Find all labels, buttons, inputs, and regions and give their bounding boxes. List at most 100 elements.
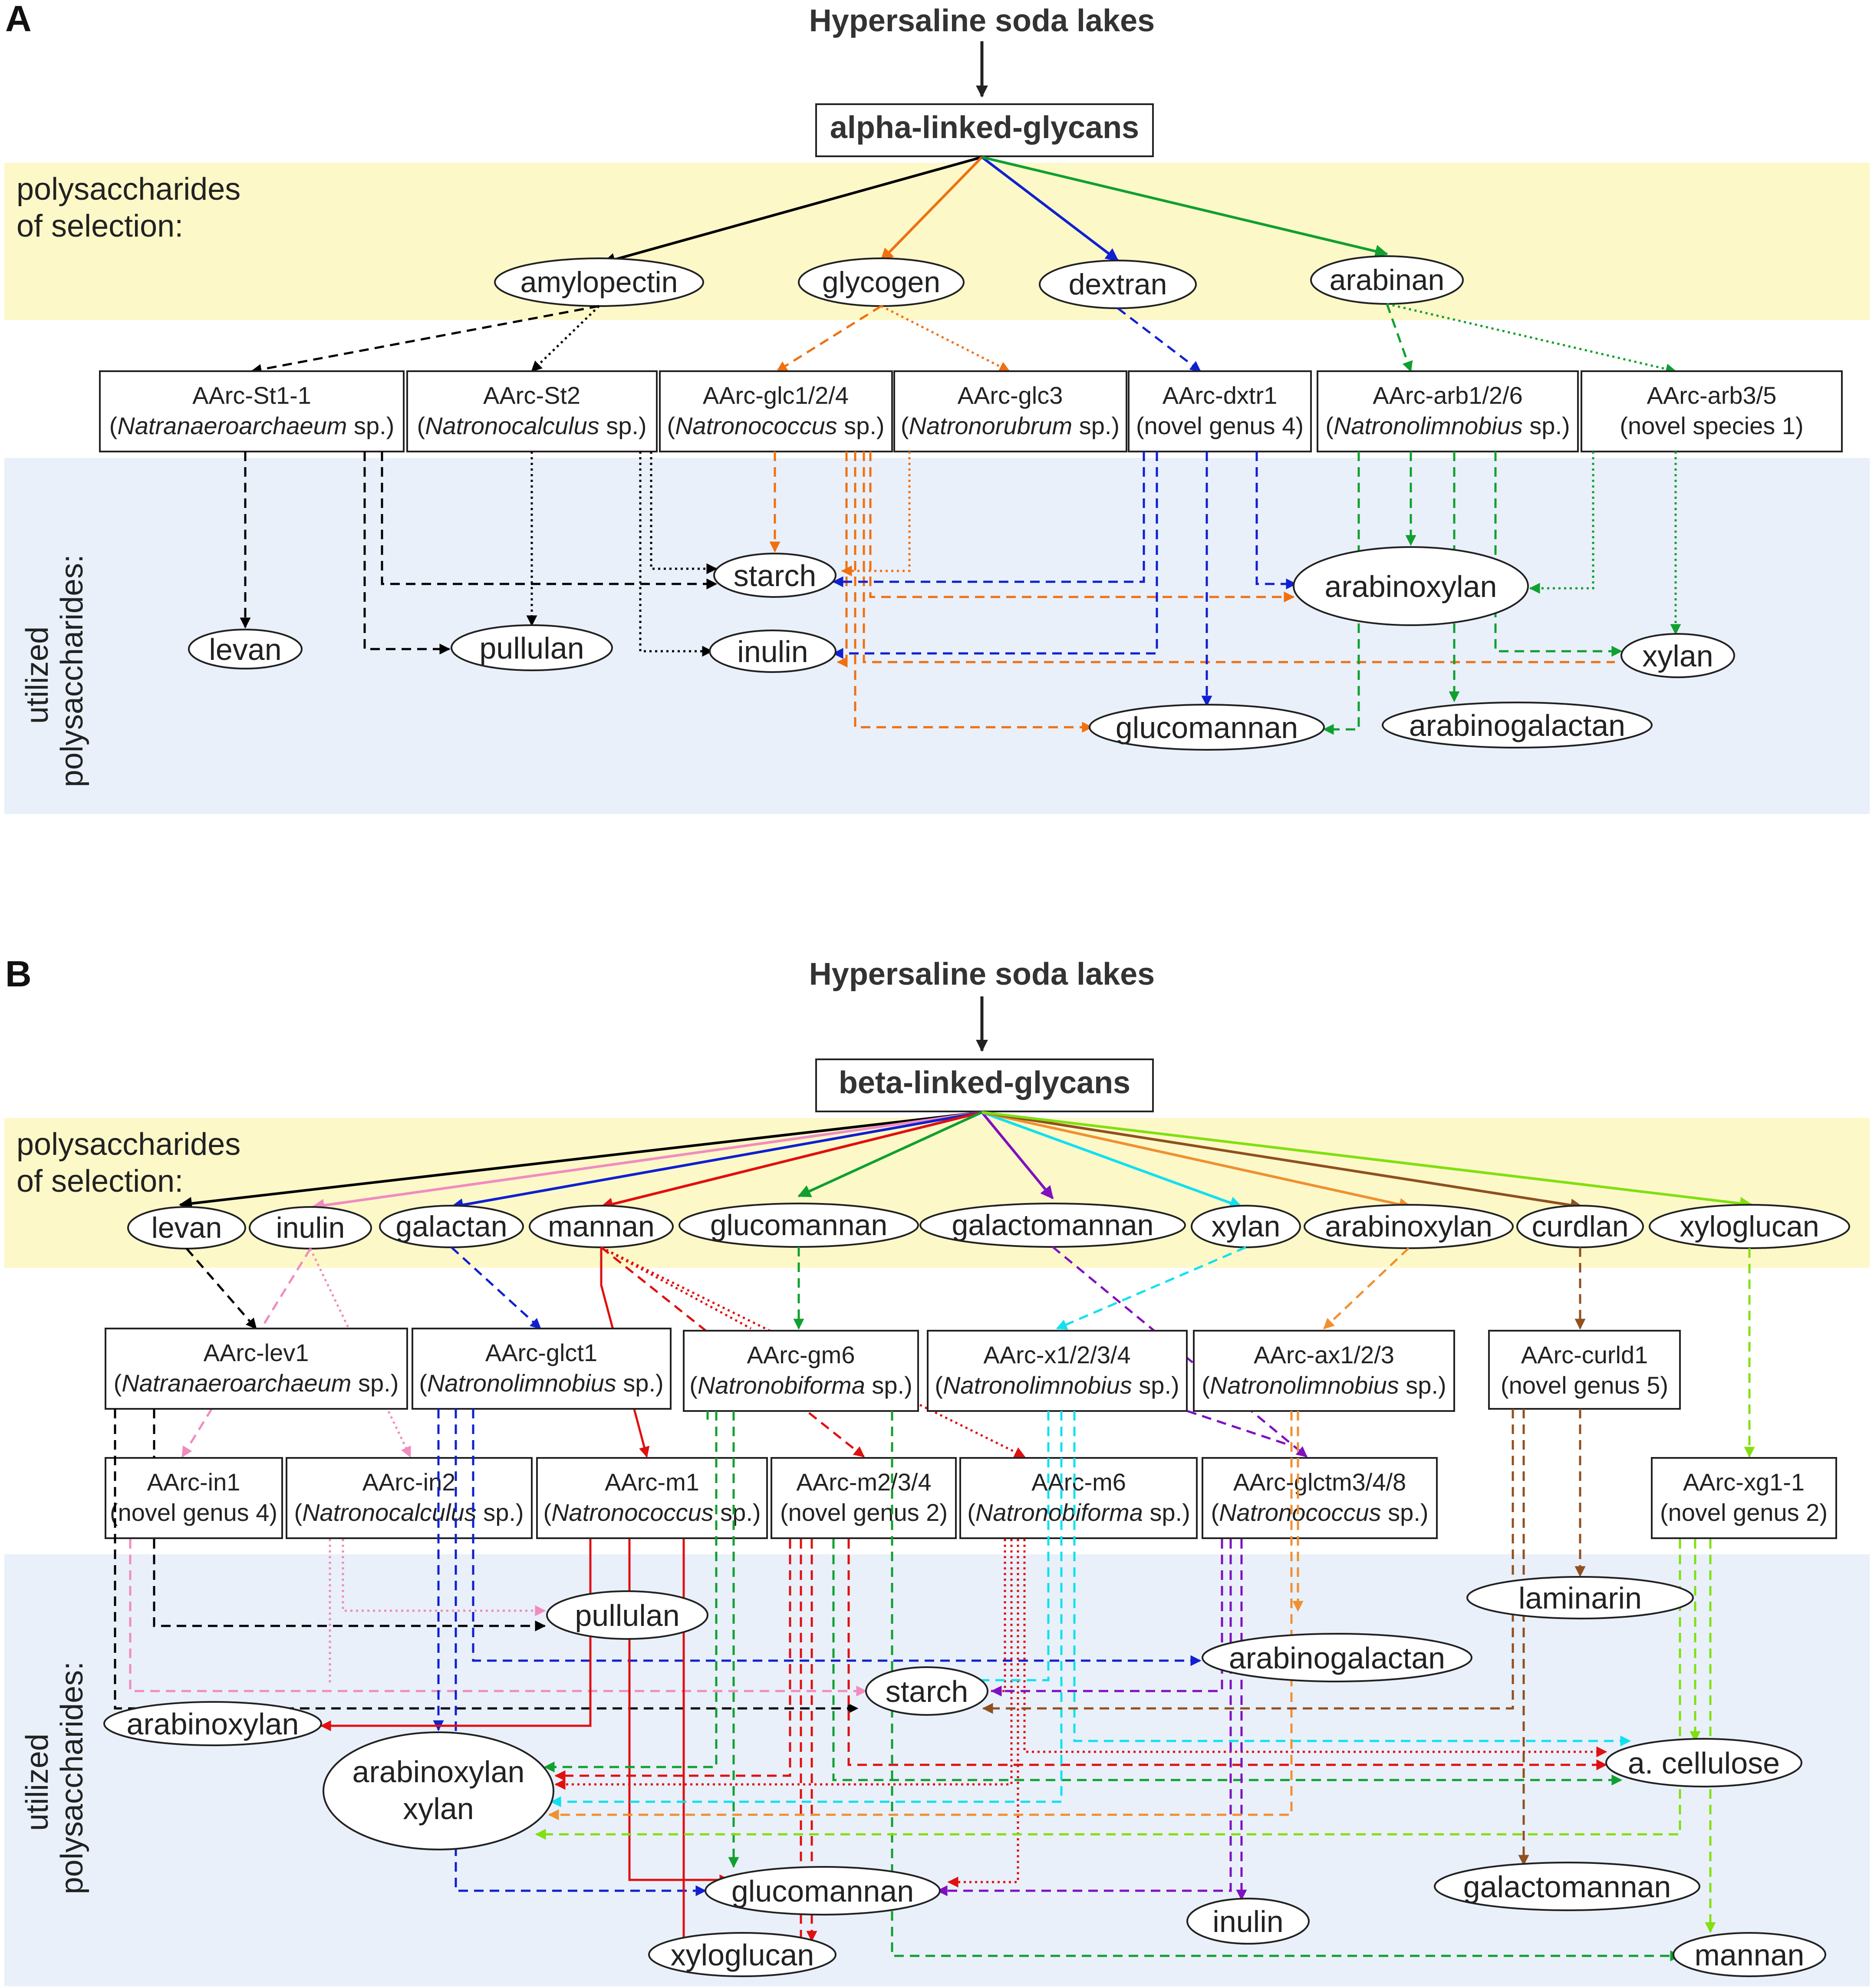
panel-b: B Hypersaline soda lakes beta-linked-gly… xyxy=(4,953,1870,1986)
svg-text:AArc-glct1: AArc-glct1 xyxy=(485,1339,597,1366)
svg-text:AArc-glctm3/4/8: AArc-glctm3/4/8 xyxy=(1233,1468,1406,1496)
band-utilized-b xyxy=(4,1554,1870,1986)
svg-text:(Natronorubrum sp.): (Natronorubrum sp.) xyxy=(901,412,1120,439)
glycan-title-b: beta-linked-glycans xyxy=(839,1065,1130,1100)
utilized-ellipse-glucomannan-b: glucomannan xyxy=(705,1866,941,1915)
svg-text:(Natronolimnobius sp.): (Natronolimnobius sp.) xyxy=(1202,1371,1446,1399)
utilized-ellipse-xylan-a: xylan xyxy=(1620,633,1735,678)
svg-text:glycogen: glycogen xyxy=(822,266,940,299)
svg-text:(Natronococcus sp.): (Natronococcus sp.) xyxy=(543,1499,761,1526)
strain-box-arb35: AArc-arb3/5 (novel species 1) xyxy=(1581,370,1843,452)
utilized-ellipse-mannan-b: mannan xyxy=(1673,1932,1826,1977)
selection-ellipse-curdlan-b: curdlan xyxy=(1516,1205,1644,1248)
band-utilized-a xyxy=(4,458,1870,814)
row-links-b xyxy=(706,1410,1292,1447)
svg-text:AArc-St2: AArc-St2 xyxy=(483,382,580,409)
strain-box-gm6: AArc-gm6 (Natronobiforma sp.) xyxy=(683,1330,919,1412)
svg-text:xyloglucan: xyloglucan xyxy=(1680,1210,1819,1243)
strain-box-glc124: AArc-glc1/2/4 (Natronococcus sp.) xyxy=(659,370,893,452)
svg-text:AArc-in2: AArc-in2 xyxy=(362,1468,456,1496)
svg-text:starch: starch xyxy=(734,559,817,593)
svg-text:galactan: galactan xyxy=(395,1210,507,1243)
strain-box-curld1: AArc-curld1 (novel genus 5) xyxy=(1488,1330,1681,1410)
selection-ellipse-glucomannan-b: glucomannan xyxy=(678,1203,919,1248)
source-title-a: Hypersaline soda lakes xyxy=(809,3,1155,38)
svg-text:xylan: xylan xyxy=(1642,639,1713,673)
utilized-ellipse-starch-b: starch xyxy=(865,1666,988,1716)
svg-text:(Natronolimnobius sp.): (Natronolimnobius sp.) xyxy=(935,1371,1179,1399)
selection-band-label-b: polysaccharides of selection: xyxy=(16,1127,249,1199)
selection-arrows-b xyxy=(179,1111,1753,1212)
utilized-ellipse-arabinoxylan-xylan-b: arabinoxylan xylan xyxy=(323,1731,554,1850)
glycan-box-b xyxy=(815,1058,1154,1112)
strain-arrows-b xyxy=(181,1246,1755,1458)
glycan-box-a xyxy=(815,103,1154,157)
svg-text:(novel genus 5): (novel genus 5) xyxy=(1501,1371,1668,1399)
utilized-ellipse-glucomannan-a: glucomannan xyxy=(1089,704,1325,751)
svg-text:AArc-glc3: AArc-glc3 xyxy=(958,382,1063,409)
svg-text:AArc-arb3/5: AArc-arb3/5 xyxy=(1647,382,1777,409)
svg-text:inulin: inulin xyxy=(737,635,808,669)
svg-text:AArc-x1/2/3/4: AArc-x1/2/3/4 xyxy=(983,1341,1130,1368)
utilization-arrows-b xyxy=(114,1409,1716,1966)
selection-ellipse-galactomannan-b: galactomannan xyxy=(919,1203,1186,1248)
selection-ellipse-mannan-b: mannan xyxy=(529,1205,674,1248)
svg-text:arabinogalactan: arabinogalactan xyxy=(1229,1641,1445,1675)
svg-text:curdlan: curdlan xyxy=(1531,1210,1628,1243)
svg-text:arabinan: arabinan xyxy=(1330,264,1445,297)
utilized-ellipse-arabinoxylan-a: arabinoxylan xyxy=(1293,546,1529,626)
svg-text:xylan: xylan xyxy=(403,1792,474,1826)
strain-box-x1234: AArc-x1/2/3/4 (Natronolimnobius sp.) xyxy=(927,1330,1188,1412)
utilized-ellipse-inulin-a: inulin xyxy=(709,630,837,673)
selection-ellipse-galactan-b: galactan xyxy=(379,1205,524,1248)
svg-text:(Natronobiforma sp.): (Natronobiforma sp.) xyxy=(689,1371,912,1399)
strain-box-lev1: AArc-lev1 (Natranaeroarchaeum sp.) xyxy=(105,1328,408,1410)
svg-text:arabinoxylan: arabinoxylan xyxy=(352,1755,525,1789)
utilized-ellipse-inulin-b: inulin xyxy=(1186,1898,1310,1945)
utilized-ellipse-levan-a: levan xyxy=(188,629,303,669)
utilized-band-label-a: utilized polysaccharides: xyxy=(20,554,89,787)
selection-ellipse-glycogen: glycogen xyxy=(798,257,965,307)
svg-text:a. cellulose: a. cellulose xyxy=(1628,1746,1780,1780)
panel-letter-a: A xyxy=(5,0,32,39)
svg-text:arabinogalactan: arabinogalactan xyxy=(1409,709,1625,742)
svg-text:AArc-ax1/2/3: AArc-ax1/2/3 xyxy=(1254,1341,1394,1368)
svg-text:(Natronolimnobius sp.): (Natronolimnobius sp.) xyxy=(1325,412,1570,439)
svg-text:(Natranaeroarchaeum sp.): (Natranaeroarchaeum sp.) xyxy=(114,1369,399,1397)
svg-text:(Natronolimnobius sp.): (Natronolimnobius sp.) xyxy=(419,1369,663,1397)
strain-box-st1: AArc-St1-1 (Natranaeroarchaeum sp.) xyxy=(99,370,405,452)
svg-text:inulin: inulin xyxy=(276,1211,345,1244)
svg-text:(novel genus 2): (novel genus 2) xyxy=(780,1499,948,1526)
svg-text:(Natronocalculus sp.): (Natronocalculus sp.) xyxy=(294,1499,524,1526)
svg-text:AArc-gm6: AArc-gm6 xyxy=(747,1341,855,1368)
svg-text:AArc-m6: AArc-m6 xyxy=(1031,1468,1126,1496)
svg-text:(novel species 1): (novel species 1) xyxy=(1620,412,1803,439)
svg-text:xyloglucan: xyloglucan xyxy=(671,1938,814,1972)
svg-text:arabinoxylan: arabinoxylan xyxy=(1325,1210,1492,1243)
selection-ellipse-inulin-b: inulin xyxy=(249,1206,372,1250)
utilized-ellipse-pullulan-b: pullulan xyxy=(546,1590,708,1640)
utilized-ellipse-arabinoxylan-b: arabinoxylan xyxy=(103,1701,322,1746)
selection-ellipse-levan-b: levan xyxy=(127,1206,246,1250)
strain-box-m1: AArc-m1 (Natronococcus sp.) xyxy=(536,1457,768,1539)
svg-text:(Natronobiforma sp.): (Natronobiforma sp.) xyxy=(967,1499,1190,1526)
svg-text:glucomannan: glucomannan xyxy=(731,1874,914,1908)
strain-box-m234: AArc-m2/3/4 (novel genus 2) xyxy=(771,1457,957,1539)
svg-text:mannan: mannan xyxy=(548,1210,655,1243)
svg-text:arabinoxylan: arabinoxylan xyxy=(127,1707,299,1741)
strain-box-st2: AArc-St2 (Natronocalculus sp.) xyxy=(406,370,658,452)
svg-text:AArc-xg1-1: AArc-xg1-1 xyxy=(1683,1468,1805,1496)
svg-text:AArc-arb1/2/6: AArc-arb1/2/6 xyxy=(1373,382,1523,409)
svg-text:(Natronocalculus sp.): (Natronocalculus sp.) xyxy=(417,412,646,439)
panel-letter-b: B xyxy=(5,953,32,994)
svg-text:dextran: dextran xyxy=(1069,268,1167,301)
svg-text:AArc-glc1/2/4: AArc-glc1/2/4 xyxy=(703,382,849,409)
svg-text:glucomannan: glucomannan xyxy=(710,1209,887,1242)
svg-text:AArc-dxtr1: AArc-dxtr1 xyxy=(1163,382,1278,409)
utilized-ellipse-arabinogalactan-b: arabinogalactan xyxy=(1202,1633,1472,1682)
svg-text:(novel genus 4): (novel genus 4) xyxy=(110,1499,277,1526)
strain-box-m6: AArc-m6 (Natronobiforma sp.) xyxy=(959,1457,1198,1539)
selection-band-label-a: polysaccharides of selection: xyxy=(16,172,249,244)
svg-text:pullulan: pullulan xyxy=(575,1599,679,1632)
svg-text:starch: starch xyxy=(886,1675,968,1708)
